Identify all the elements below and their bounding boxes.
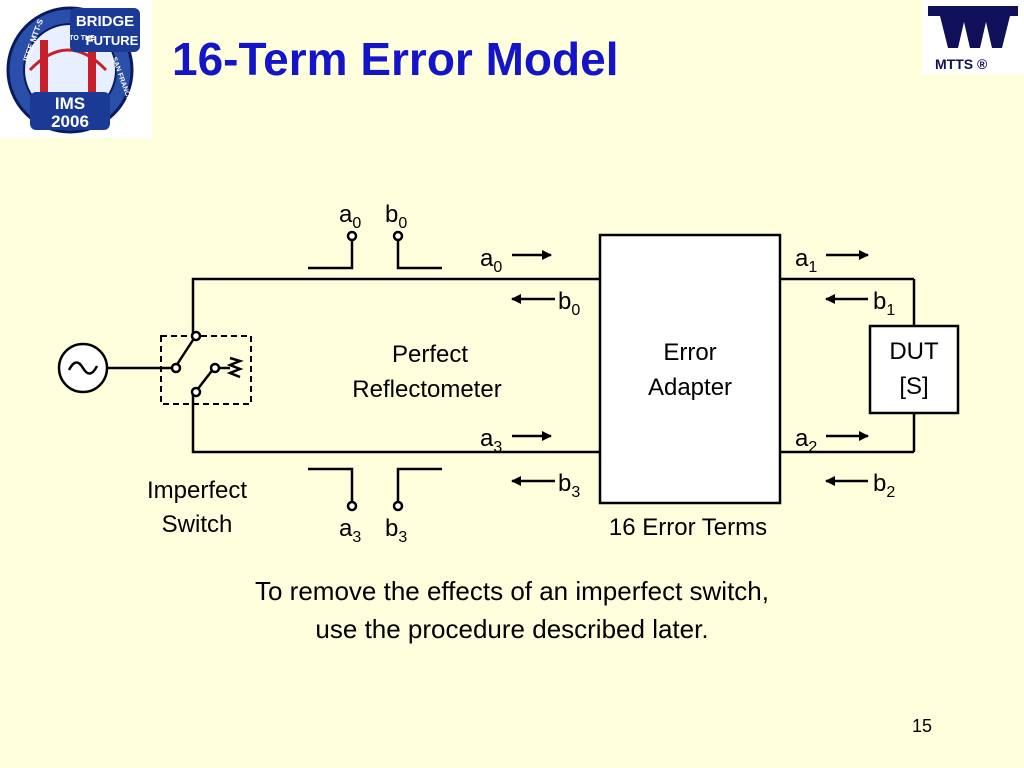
wave-arrows [511, 250, 869, 486]
caption-line1: To remove the effects of an imperfect sw… [255, 576, 769, 606]
adapter-label-line2: Adapter [648, 374, 732, 401]
caption-line2: use the procedure described later. [315, 614, 709, 644]
ims2006-logo: BRIDGE TO THE FUTURE IEEE MTT-S SAN FRAN… [0, 0, 152, 138]
dut-label-line2: [S] [899, 373, 928, 400]
bottom-couplers [308, 467, 442, 502]
main-wiring [108, 277, 916, 454]
error-terms-label: 16 Error Terms [609, 514, 767, 541]
label-wave-b0: b0 [558, 288, 580, 319]
reflectometer-label-line2: Reflectometer [352, 376, 501, 403]
label-wave-a0: a0 [480, 245, 502, 276]
logo-to-the-text: TO THE [69, 35, 95, 42]
label-bottom-a3: a3 [339, 515, 361, 546]
adapter-label-line1: Error [663, 339, 716, 366]
logo-future-text: FUTURE [86, 33, 139, 48]
port-a0-terminal [346, 230, 358, 242]
label-wave-b1: b1 [873, 288, 895, 319]
logo-year-text: 2006 [51, 112, 89, 131]
ims2006-logo-graphic: BRIDGE TO THE FUTURE IEEE MTT-S SAN FRAN… [6, 6, 140, 134]
mtts-logo [922, 0, 1024, 74]
label-wave-b3: b3 [558, 470, 580, 501]
page-number: 15 [912, 716, 933, 736]
top-couplers [308, 240, 442, 270]
error-adapter-box [598, 233, 782, 505]
port-b3-terminal [392, 500, 404, 512]
logo-ims-text: IMS [55, 94, 85, 113]
port-a3-terminal [346, 500, 358, 512]
label-wave-b2: b2 [873, 470, 895, 501]
switch-label-line1: Imperfect [147, 477, 247, 504]
mtts-logo-text: MTTS ® [935, 56, 988, 72]
reflectometer-label-line1: Perfect [392, 341, 468, 368]
dut-label-line1: DUT [889, 338, 939, 365]
label-wave-a1: a1 [795, 245, 817, 276]
label-top-b0: b0 [385, 201, 407, 232]
switch-label-line2: Switch [162, 511, 233, 538]
label-bottom-b3: b3 [385, 515, 407, 546]
port-b0-terminal [392, 230, 404, 242]
imperfect-switch [160, 330, 252, 405]
logo-bridge-text: BRIDGE [76, 13, 134, 30]
mtts-logo-graphic [928, 6, 1018, 48]
label-wave-a2: a2 [795, 425, 817, 456]
signal-source [57, 342, 109, 394]
dut-box [868, 324, 960, 415]
slide-title: 16-Term Error Model [172, 33, 619, 85]
label-wave-a3: a3 [480, 425, 502, 456]
label-top-a0: a0 [339, 201, 361, 232]
